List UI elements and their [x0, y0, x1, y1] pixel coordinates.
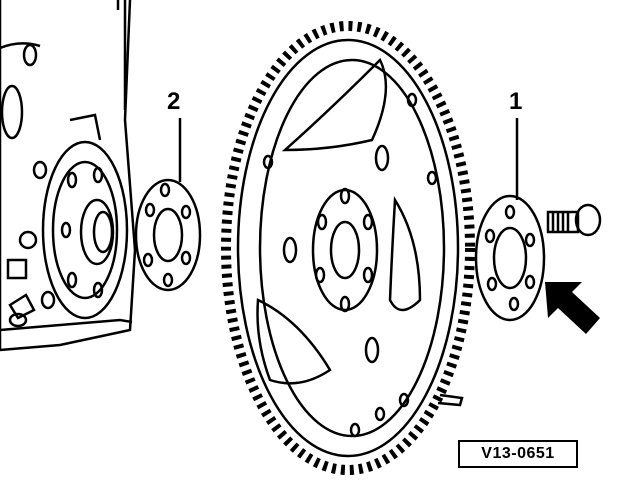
callout-1: 1: [509, 88, 523, 115]
callout-2: 2: [167, 88, 181, 115]
spacer-plate-1: [474, 118, 546, 322]
engine-block: [0, 0, 137, 352]
figure-reference: V13-0651: [458, 440, 578, 468]
crankshaft-flange: [32, 113, 129, 320]
flywheel: [221, 21, 475, 475]
spacer-plate-2: [134, 118, 202, 292]
arrow-icon: [545, 282, 600, 334]
bolt: [546, 203, 602, 237]
